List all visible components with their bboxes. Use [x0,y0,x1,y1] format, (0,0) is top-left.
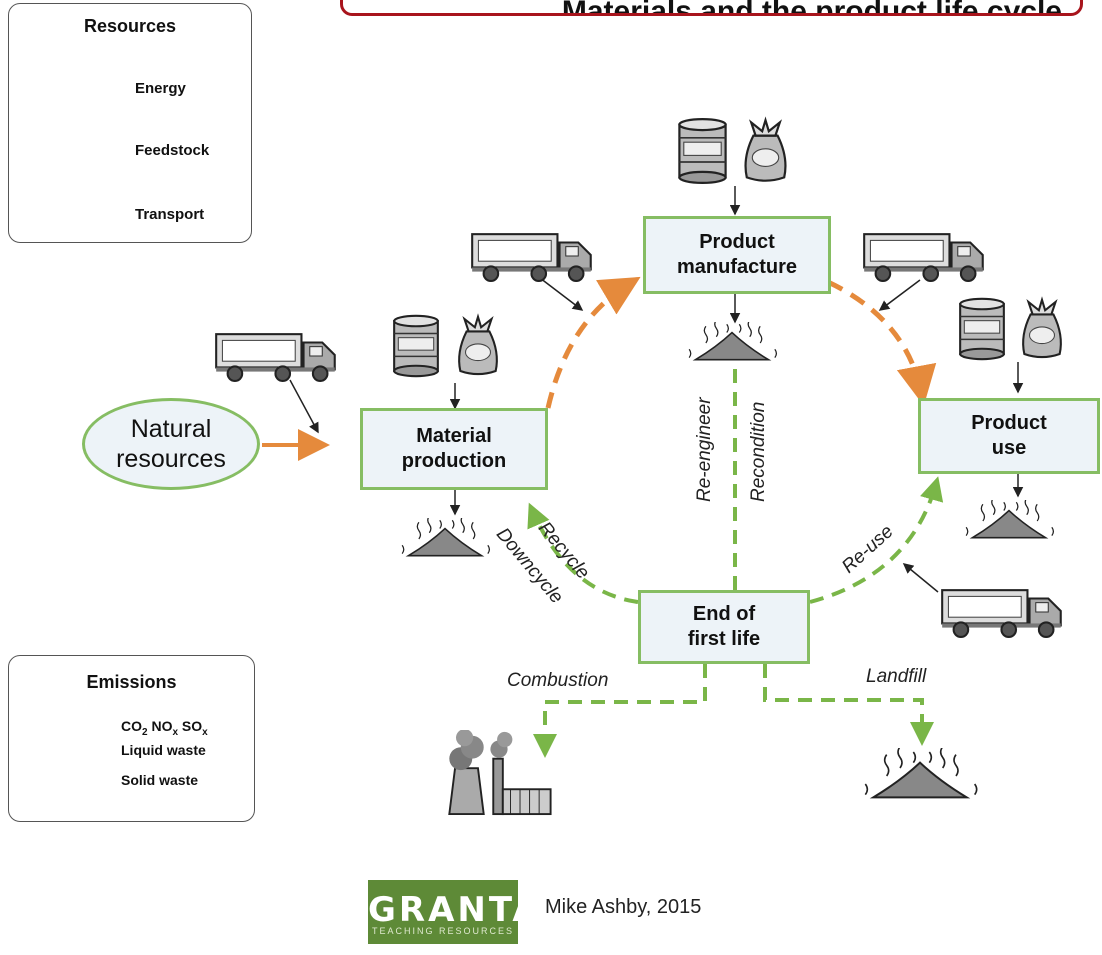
legend-label-liquid-waste: Liquid waste [121,742,206,758]
input-arrow [902,563,939,593]
flow-landfill [763,664,934,746]
flow-material-to-manufacture [545,276,641,409]
input-arrow [289,379,319,434]
feedstock-bag-icon [744,119,787,182]
granta-logo: GRANTA TEACHING RESOURCES [368,880,542,944]
legend-label-feedstock: Feedstock [135,142,210,159]
transport-truck-icon [863,233,984,282]
flow-end-to-use [809,476,944,604]
emission-heap-icon [688,322,778,361]
transport-truck-icon [215,333,336,382]
title-banner: Materials and the product life cycle [340,0,1083,16]
transport-truck-icon [471,233,592,282]
legend-label-solid-waste: Solid waste [121,772,199,788]
feedstock-bag-icon [1022,298,1062,359]
input-arrow [878,279,921,311]
node-end-of-first-life: End of first life [638,590,810,664]
label-combustion: Combustion [507,670,609,691]
node-product-manufacture: Product manufacture [643,216,831,294]
node-material-production: Material production [360,408,548,490]
legend-label-energy: Energy [135,80,186,97]
resources-legend-title: Resources [83,16,177,36]
energy-barrel-icon [393,314,439,378]
transport-truck-icon [941,589,1062,638]
input-arrow [539,277,584,311]
energy-barrel-icon [959,297,1005,361]
label-re-engineer: Re-engineer [694,397,715,502]
label-landfill: Landfill [866,666,927,687]
feedstock-bag-icon [457,315,499,376]
page-title: Materials and the product life cycle [562,0,1062,13]
power-plant-icon [448,730,552,816]
logo-tagline: TEACHING RESOURCES [371,926,514,936]
flow-combustion [533,664,707,758]
logo-wordmark: GRANTA [368,890,542,930]
flow-end-to-material [527,502,639,604]
resources-legend: Resources Energy Feedstock Transport [8,3,252,243]
node-natural-resources: Natural resources [82,398,260,490]
node-product-use: Product use [918,398,1100,474]
emission-heap-icon [864,748,978,799]
flow-manufacture-to-use [826,279,937,406]
energy-barrel-icon [678,117,727,185]
emissions-legend-title: Emissions [86,672,177,692]
emission-gases: CO2 NOx SOx [121,718,208,738]
emission-heap-icon [965,500,1055,539]
legend-label-transport: Transport [135,206,205,223]
author-credit: Mike Ashby, 2015 [545,896,702,918]
label-recondition: Recondition [748,401,769,502]
emission-heap-icon [401,518,491,557]
emissions-legend: Emissions CO2 NOx SOx Liquid waste Solid… [8,655,255,822]
